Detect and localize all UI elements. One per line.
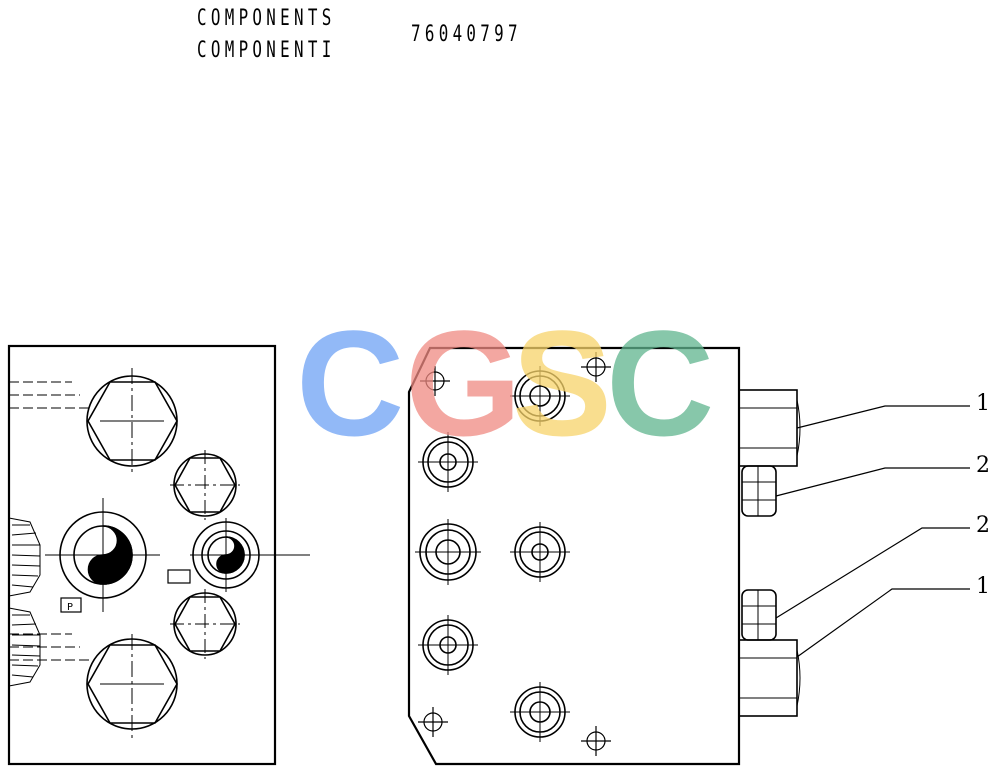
small-plug-lower	[170, 589, 240, 659]
watermark-letter-c2: C	[606, 299, 714, 467]
port-d	[510, 522, 570, 582]
title-english: COMPONENTS	[197, 6, 336, 31]
fitting-lower-1	[738, 639, 801, 717]
part-number: 76040797	[411, 22, 522, 47]
hatched-fitting-lower	[8, 607, 41, 687]
mount-hole-bottom-right	[581, 726, 611, 756]
small-plug-upper	[170, 450, 240, 520]
secondary-port	[190, 518, 310, 592]
hex-plug-bottom	[86, 634, 178, 738]
mount-hole-bottom-left	[418, 707, 448, 737]
hatched-fitting-upper	[8, 517, 41, 597]
watermark-letter-s: S	[512, 299, 612, 467]
mount-hole-top-right	[581, 352, 611, 382]
mount-hole-top-left	[420, 366, 450, 396]
port-b	[418, 432, 478, 492]
callout-1-upper: 1	[976, 391, 990, 416]
watermark-letter-c1: C	[296, 299, 404, 467]
right-valve-view	[407, 346, 970, 766]
hex-plug-top	[86, 368, 178, 474]
main-port	[45, 498, 160, 612]
title-italian: COMPONENTI	[197, 38, 336, 63]
leader-lines	[775, 405, 970, 658]
callout-2-upper: 2	[976, 453, 990, 478]
port-f	[510, 682, 570, 742]
port-c	[415, 519, 481, 585]
callout-1-lower: 1	[976, 574, 990, 599]
fitting-upper-2	[741, 465, 777, 517]
port-a	[510, 366, 570, 426]
port-e	[418, 615, 478, 675]
left-valve-view	[7, 344, 310, 766]
watermark-letter-g: G	[405, 299, 522, 467]
callout-2-lower: 2	[976, 513, 990, 538]
port-label-p: P	[67, 602, 73, 613]
